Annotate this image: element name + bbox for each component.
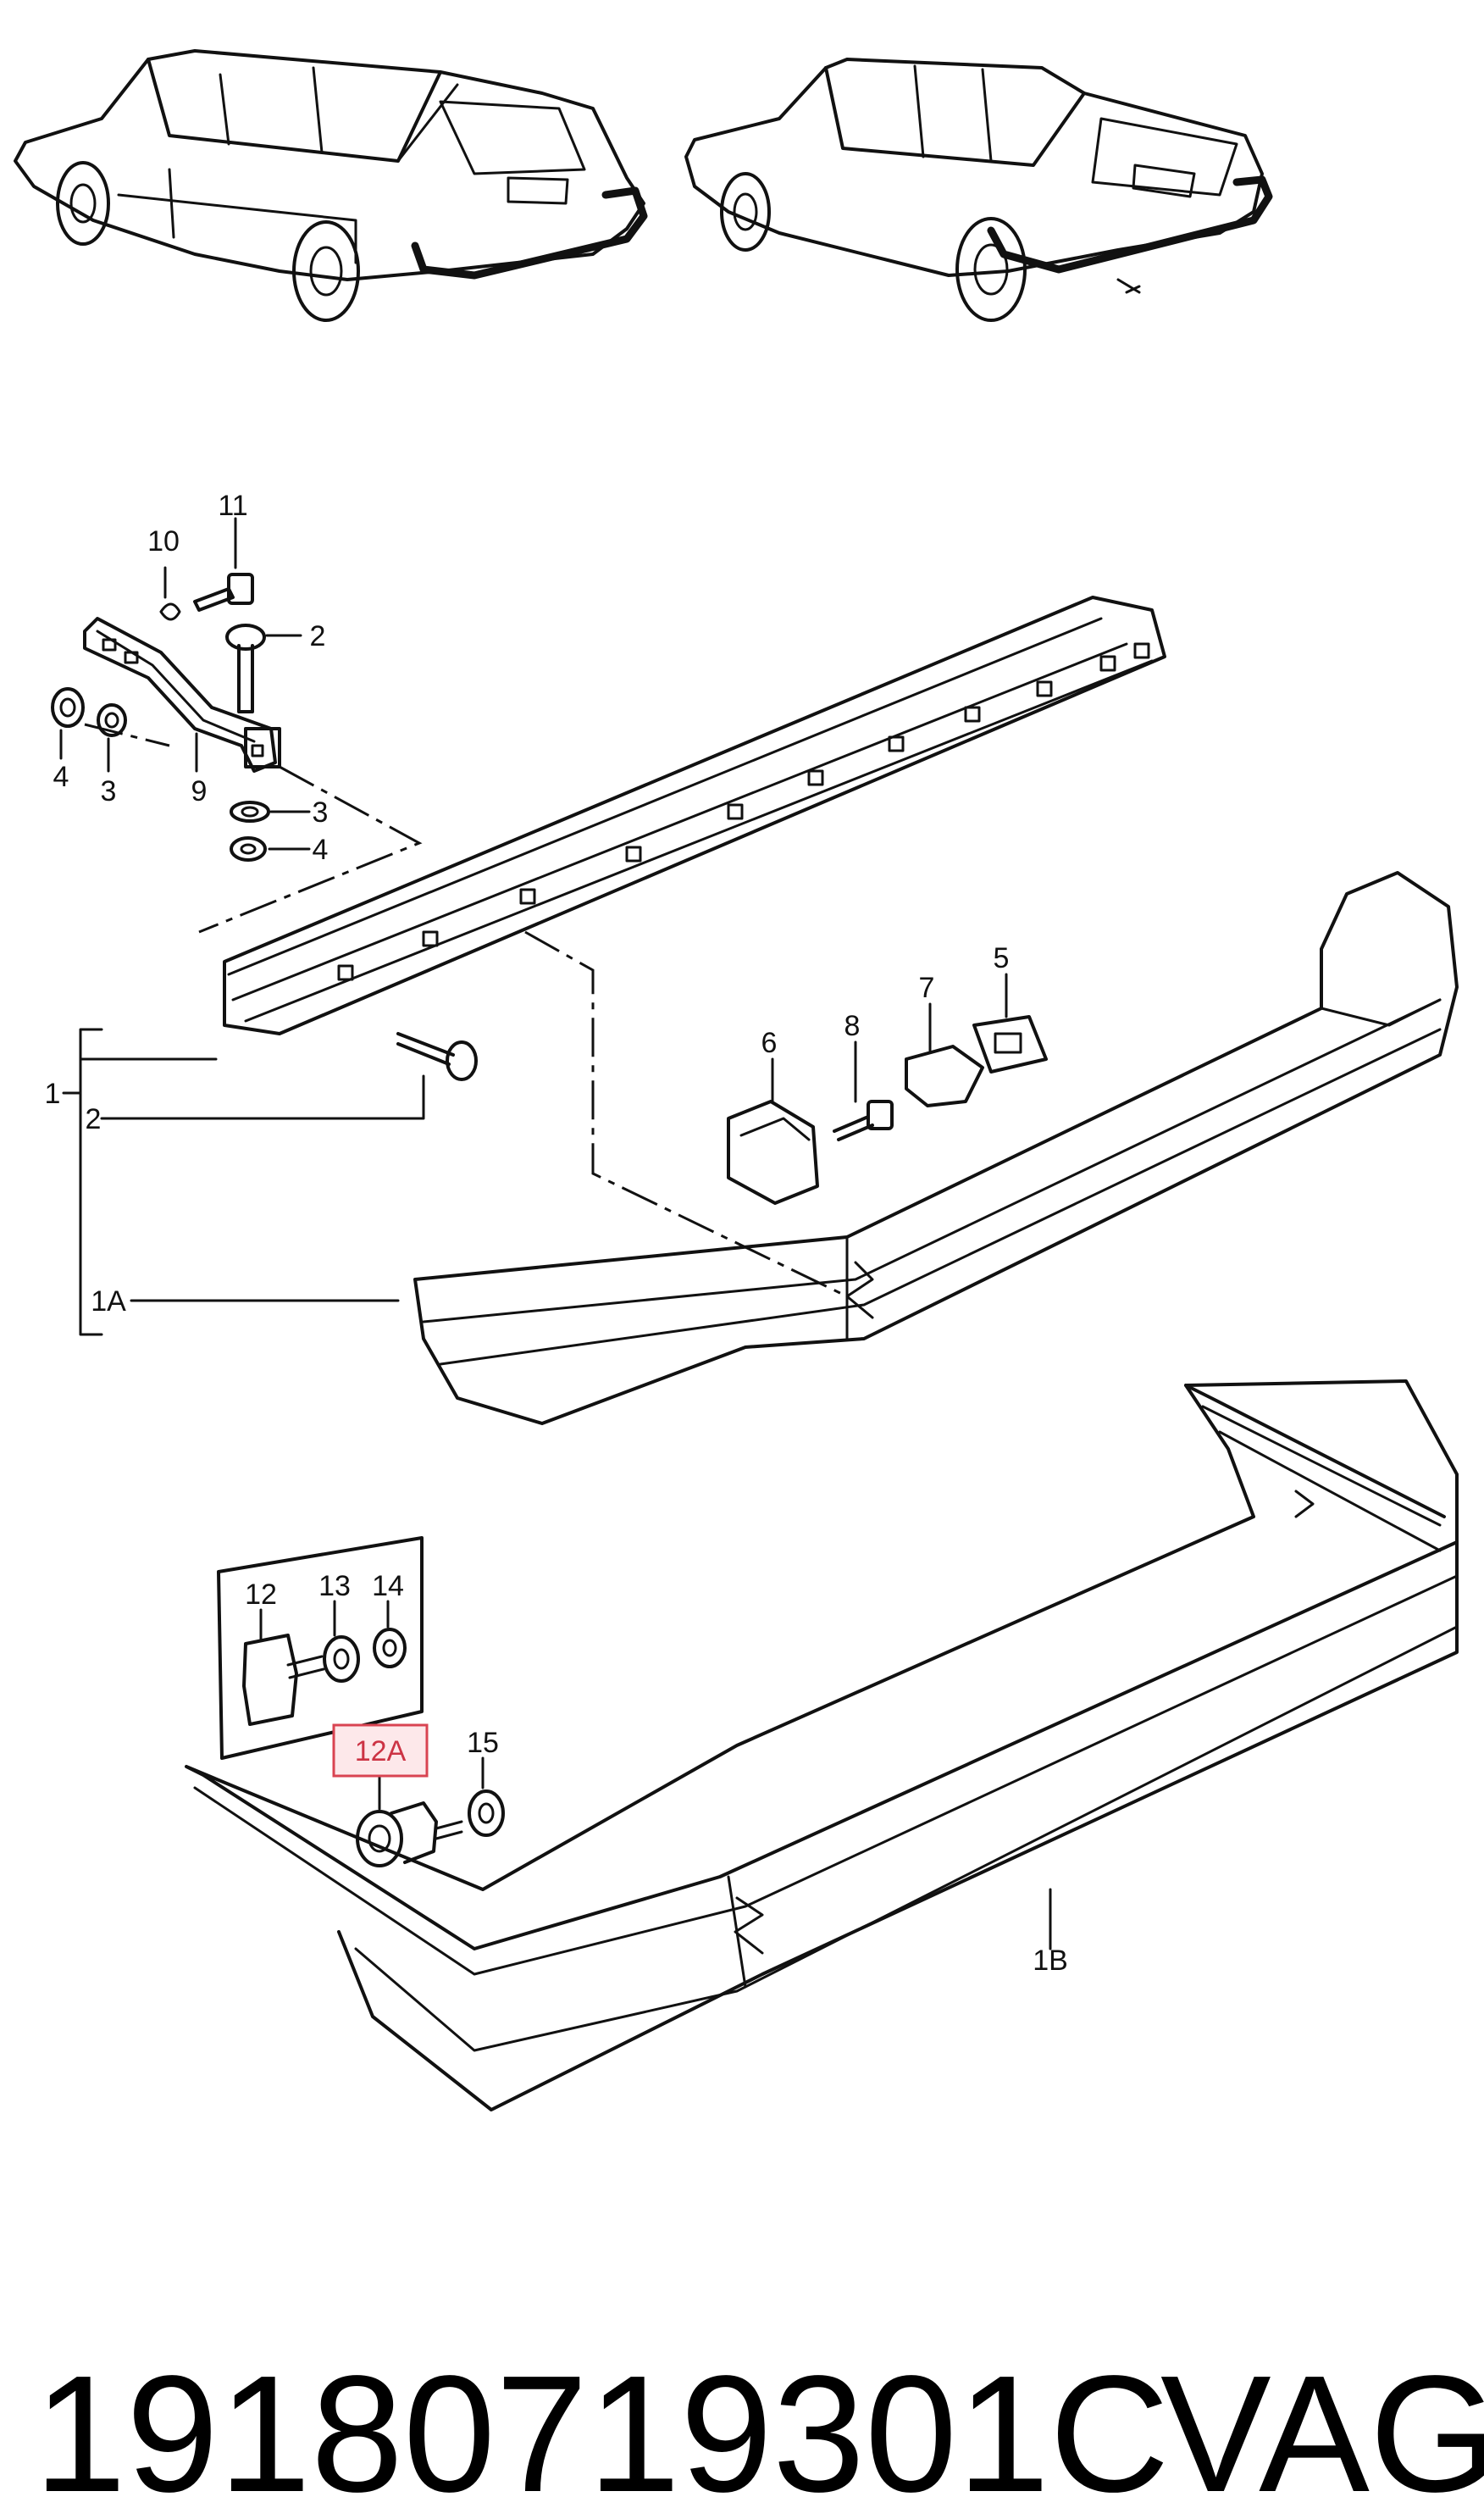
callout-2-upper: 2 bbox=[310, 620, 326, 652]
callout-2-lower: 2 bbox=[86, 1103, 102, 1135]
callout-8: 8 bbox=[844, 1010, 861, 1042]
callout-7: 7 bbox=[919, 972, 935, 1004]
callout-11: 11 bbox=[218, 490, 247, 522]
callout-4-left: 4 bbox=[53, 761, 69, 793]
mounting-bracket-assembly bbox=[51, 517, 423, 934]
sedan-illustration bbox=[684, 58, 1273, 322]
callout-4-right: 4 bbox=[313, 834, 329, 866]
callout-5: 5 bbox=[994, 942, 1010, 974]
callout-3-left: 3 bbox=[101, 775, 117, 807]
callout-1: 1 bbox=[45, 1078, 61, 1110]
bumper-cover-1a bbox=[130, 871, 1459, 1425]
callout-10: 10 bbox=[147, 525, 180, 558]
callout-1b: 1B bbox=[1033, 1945, 1068, 1977]
callout-14: 14 bbox=[372, 1570, 404, 1602]
callout-12a: 12A bbox=[355, 1735, 407, 1767]
callout-15: 15 bbox=[467, 1727, 499, 1759]
bumper-cover-1b bbox=[185, 1379, 1459, 2111]
callout-6: 6 bbox=[761, 1027, 778, 1059]
bumper-reinforcement-bar bbox=[223, 596, 1166, 1298]
assembly-bracket-1 bbox=[62, 1028, 425, 1336]
callout-3-right: 3 bbox=[313, 796, 329, 829]
brand-name: VAG bbox=[1160, 2341, 1484, 2519]
callout-12: 12 bbox=[245, 1579, 277, 1611]
highlight-box-12a bbox=[332, 1723, 429, 1778]
callout-1a: 1A bbox=[91, 1285, 126, 1318]
wagon-illustration bbox=[14, 49, 648, 322]
callout-9: 9 bbox=[191, 775, 208, 807]
part-number: 19180719301C bbox=[34, 2341, 1170, 2519]
callout-13: 13 bbox=[318, 1570, 351, 1602]
